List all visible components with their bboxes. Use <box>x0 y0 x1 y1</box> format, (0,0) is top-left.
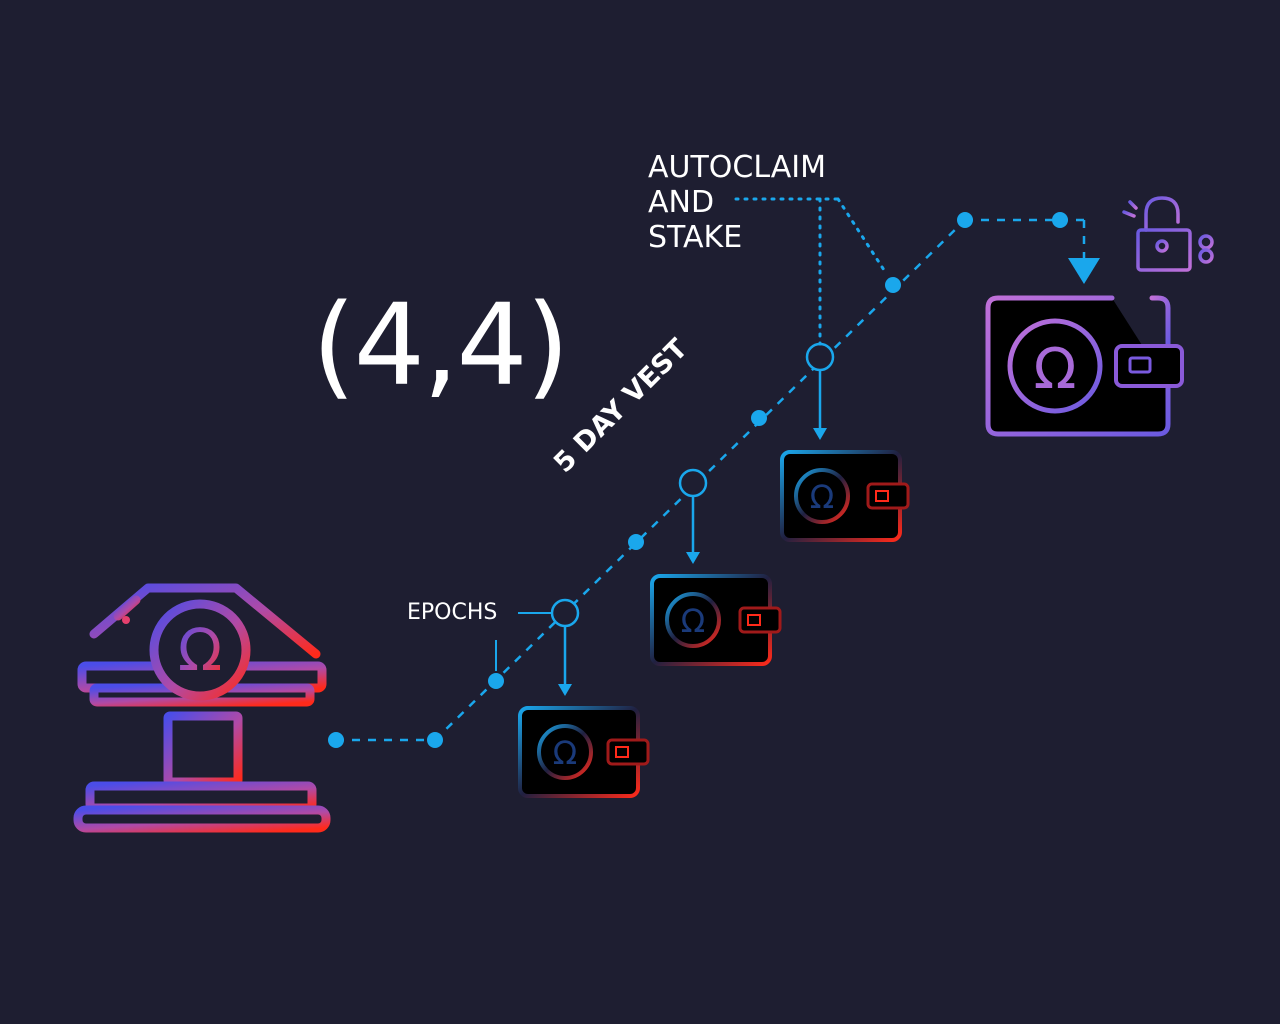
svg-text:Ω: Ω <box>553 734 577 772</box>
wallet-omega-icon: Ω <box>650 574 782 666</box>
autoclaim-connector <box>734 197 886 346</box>
diagram-title: (4,4) <box>312 281 570 411</box>
bank-omega-icon <box>73 583 331 833</box>
wallet-omega-icon: Ω <box>518 706 650 798</box>
svg-text:Ω: Ω <box>681 602 705 640</box>
epochs-label: EPOCHS <box>407 600 498 625</box>
epochs-connector <box>495 612 552 671</box>
wallet-omega-icon-large: Ω <box>985 295 1184 437</box>
arrowhead-icon <box>1068 258 1100 284</box>
svg-text:Ω: Ω <box>1034 337 1077 402</box>
omega-glyph: Ω <box>178 616 222 684</box>
autoclaim-line: STAKE <box>648 220 743 255</box>
svg-text:Ω: Ω <box>810 478 834 516</box>
unlock-icon <box>1122 196 1214 272</box>
autoclaim-label: AUTOCLAIM AND STAKE <box>648 150 826 255</box>
epoch-nodes <box>550 342 835 684</box>
drop-arrowheads <box>558 428 827 696</box>
wallet-omega-icon: Ω <box>780 450 910 542</box>
flow-dots <box>328 212 1068 748</box>
autoclaim-line: AUTOCLAIM <box>648 150 827 185</box>
autoclaim-line: AND <box>648 185 715 220</box>
